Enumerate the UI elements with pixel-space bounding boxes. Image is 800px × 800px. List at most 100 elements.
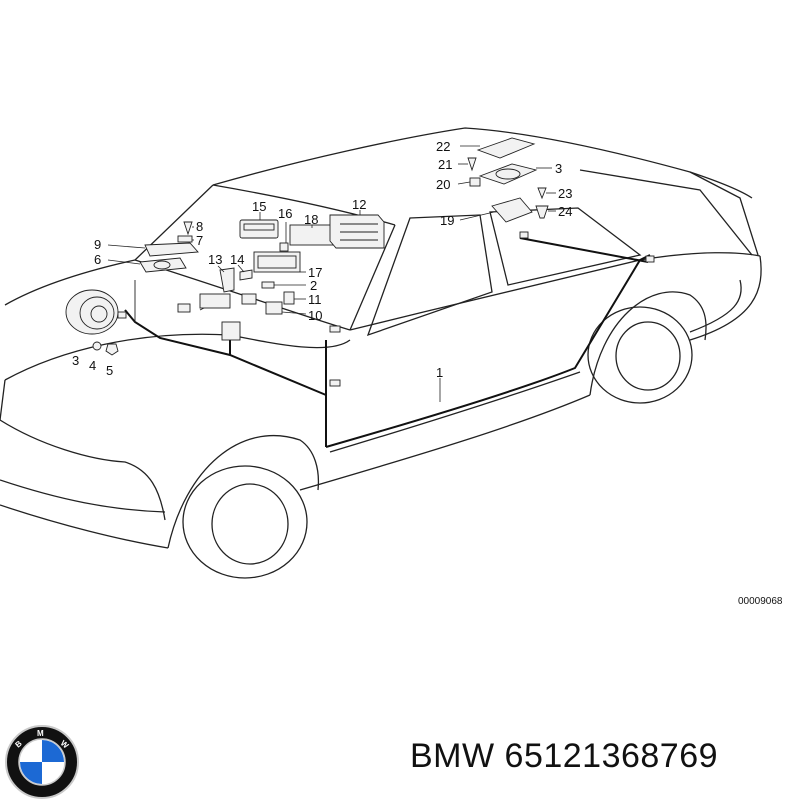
cowl-line xyxy=(229,334,351,349)
rear-tire xyxy=(587,306,693,404)
front-wheel-arch xyxy=(167,434,320,549)
harness-rear-shelf xyxy=(519,237,649,263)
callout-21: 21 xyxy=(438,157,452,172)
callout-5: 5 xyxy=(106,363,113,378)
svg-text:B: B xyxy=(14,739,24,750)
callout-labels: 22 21 3 20 23 24 19 15 16 18 12 8 7 9 6 … xyxy=(72,139,572,380)
callout-8: 8 xyxy=(196,219,203,234)
a-pillar xyxy=(349,224,396,331)
bmw-roundel-logo: B M W xyxy=(5,725,79,799)
rear-side-window xyxy=(489,207,642,286)
rear-window xyxy=(579,169,753,256)
callout-19: 19 xyxy=(440,213,454,228)
front-lower-edge xyxy=(0,504,169,549)
radio-15 xyxy=(239,219,279,239)
callout-2: 2 xyxy=(310,278,317,293)
trim-panel-17 xyxy=(253,251,301,273)
callout-23: 23 xyxy=(558,186,572,201)
rear-wheel-arch xyxy=(589,291,707,396)
speaker-housing-19 xyxy=(491,197,533,223)
harness-main xyxy=(124,309,327,447)
clip-7 xyxy=(177,235,193,243)
module-10 xyxy=(265,301,283,315)
speaker-cover-22 xyxy=(476,137,536,159)
bracket-13 xyxy=(219,267,235,293)
callout-11: 11 xyxy=(308,292,322,307)
callout-6: 6 xyxy=(94,252,101,267)
plug-b xyxy=(329,379,341,387)
screw-8 xyxy=(183,221,193,236)
rear-rim xyxy=(615,321,681,391)
callout-3-top: 3 xyxy=(555,161,562,176)
front-side-window xyxy=(366,214,493,337)
roof-line xyxy=(212,127,753,199)
side-rocker xyxy=(299,394,591,491)
nut-4 xyxy=(92,341,102,351)
callout-9: 9 xyxy=(94,237,101,252)
callout-10: 10 xyxy=(308,308,322,323)
callout-22: 22 xyxy=(436,139,450,154)
rear-wheel xyxy=(587,291,707,404)
connector-mini xyxy=(177,303,191,313)
belt-line xyxy=(349,252,761,331)
fender-top xyxy=(0,379,6,421)
clip-20 xyxy=(469,177,481,187)
parts xyxy=(65,137,655,387)
windshield-bottom xyxy=(134,259,351,331)
nut-5 xyxy=(105,343,119,356)
connector-cluster xyxy=(199,293,231,309)
front-tire xyxy=(182,465,308,579)
relay-small xyxy=(241,293,257,305)
svg-text:W: W xyxy=(59,739,71,751)
leader-lines xyxy=(107,145,556,402)
harness-floor xyxy=(325,254,651,448)
door-bottom xyxy=(329,371,581,453)
callout-1: 1 xyxy=(436,365,443,380)
front-rim xyxy=(211,483,289,565)
callout-4: 4 xyxy=(89,358,96,373)
callout-16: 16 xyxy=(278,206,292,221)
clip-24 xyxy=(535,205,549,219)
callout-17: 17 xyxy=(308,265,322,280)
logo-blue-quadrant-top-right xyxy=(42,740,64,762)
part-number-label: BMW 65121368769 xyxy=(410,737,719,775)
plug-c xyxy=(329,325,341,333)
tweeter-6 xyxy=(139,257,187,273)
callout-7: 7 xyxy=(196,233,203,248)
connector-14 xyxy=(239,269,253,281)
roof-rear-pillar xyxy=(689,171,759,256)
callout-3: 3 xyxy=(72,353,79,368)
car-body-outline xyxy=(0,127,762,549)
hood-crease xyxy=(4,333,231,381)
callout-14: 14 xyxy=(230,252,244,267)
front-wheel xyxy=(167,434,320,579)
front-speaker xyxy=(65,289,119,335)
screw-23 xyxy=(537,187,547,200)
callout-18: 18 xyxy=(304,212,318,227)
hood-line xyxy=(4,259,136,306)
rear-fender xyxy=(689,255,762,341)
logo-lettering: B M W xyxy=(14,729,71,751)
plug-d xyxy=(645,255,655,263)
tweeter-cover-9 xyxy=(144,242,199,257)
front-nose xyxy=(0,419,166,521)
logo-blue-quadrant-bottom-left xyxy=(20,762,42,784)
plug-a xyxy=(117,311,127,319)
svg-text:M: M xyxy=(37,729,44,738)
frame-18 xyxy=(289,224,337,246)
plug-2 xyxy=(261,281,275,289)
connector-lower xyxy=(221,321,241,341)
callout-20: 20 xyxy=(436,177,450,192)
front-bumper xyxy=(0,479,166,513)
callout-15: 15 xyxy=(252,199,266,214)
fuse-holder-11 xyxy=(283,291,295,305)
bracket-16 xyxy=(279,242,289,252)
callout-24: 24 xyxy=(558,204,572,219)
callout-13: 13 xyxy=(208,252,222,267)
wiring-harness xyxy=(124,237,651,448)
image-reference-number: 00009068 xyxy=(738,596,783,607)
screw-21 xyxy=(467,157,477,172)
rear-speaker-3 xyxy=(478,163,538,185)
plug-e xyxy=(519,231,529,239)
